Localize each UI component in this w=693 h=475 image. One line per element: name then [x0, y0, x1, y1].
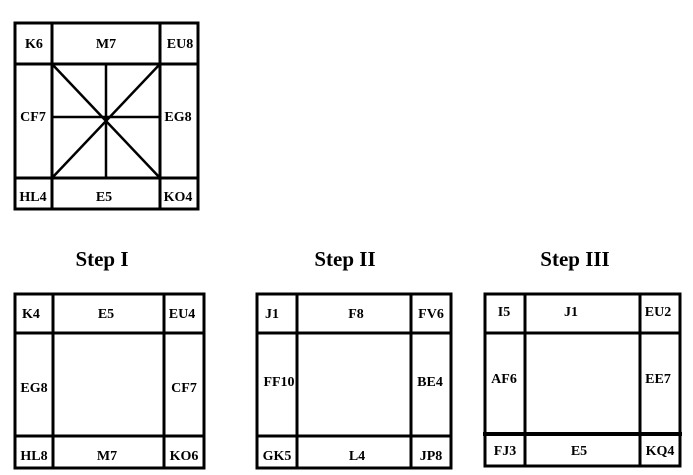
step-3-grid-lines: [483, 292, 682, 468]
step-2-cell-bottom-right: JP8: [420, 449, 443, 464]
step-1-outer-border: [13, 292, 206, 470]
initial-cell-top-right: EU8: [167, 37, 193, 52]
step-3-cell-top-left: I5: [498, 305, 510, 320]
initial-cell-bottom-left: HL4: [19, 190, 46, 205]
step-3-cell-middle-left: AF6: [491, 372, 517, 387]
initial-cell-bottom-right: KO4: [164, 190, 193, 205]
initial-cell-top-left: K6: [25, 37, 43, 52]
step-2-outer-border: [255, 292, 453, 470]
step-1-cell-middle-right: CF7: [171, 381, 197, 396]
step-2-cell-top-right: FV6: [418, 307, 444, 322]
step-3-title: Step III: [540, 247, 609, 271]
step-1-cell-top-left: K4: [22, 307, 40, 322]
step-2-block: Step II J1 F8 FV6 FF10 BE4 GK5 L4 JP8: [255, 247, 453, 470]
step-2-cell-top-left: J1: [265, 307, 279, 322]
step-3-cell-bottom-left: FJ3: [494, 444, 517, 459]
step-2-grid-lines: [255, 292, 453, 470]
step-1-grid-lines: [13, 292, 206, 470]
step-2-cell-middle-left: FF10: [263, 375, 294, 390]
step-3-cell-middle-right: EE7: [645, 372, 671, 387]
step-3-cell-bottom-right: KQ4: [646, 444, 675, 459]
initial-grid: K6 M7 EU8 CF7 EG8 HL4 E5 KO4: [13, 21, 200, 211]
initial-cell-middle-right: EG8: [164, 110, 191, 125]
initial-cell-middle-left: CF7: [20, 110, 46, 125]
step-2-cell-bottom-left: GK5: [263, 449, 292, 464]
step-3-block: Step III I5 J1 EU2 AF6 EE7 FJ3 E5 KQ4: [483, 247, 682, 468]
initial-cell-top-middle: M7: [96, 37, 116, 52]
step-1-cell-top-right: EU4: [169, 307, 195, 322]
initial-center-cross: [50, 62, 162, 180]
initial-cell-bottom-middle: E5: [96, 190, 112, 205]
step-3-cell-top-right: EU2: [645, 305, 671, 320]
step-3-cell-top-middle: J1: [564, 305, 578, 320]
step-2-cell-top-middle: F8: [348, 307, 364, 322]
step-3-cell-bottom-middle: E5: [571, 444, 587, 459]
step-1-cell-bottom-left: HL8: [20, 449, 47, 464]
step-2-cell-bottom-middle: L4: [349, 449, 365, 464]
step-1-cell-top-middle: E5: [98, 307, 114, 322]
step-1-cell-middle-left: EG8: [20, 381, 47, 396]
step-2-cell-middle-right: BE4: [417, 375, 443, 390]
step-1-cell-bottom-right: KO6: [170, 449, 199, 464]
step-1-cell-bottom-middle: M7: [97, 449, 117, 464]
step-1-title: Step I: [75, 247, 128, 271]
step-3-outer-border: [483, 292, 682, 468]
step-1-block: Step I K4 E5 EU4 EG8 CF7 HL8 M7 KO6: [13, 247, 206, 470]
initial-outer-border: [13, 21, 200, 211]
step-2-title: Step II: [314, 247, 375, 271]
